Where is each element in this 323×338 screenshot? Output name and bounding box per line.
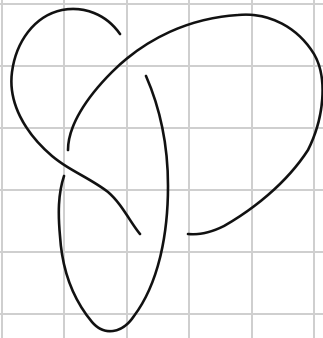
- diagram-background: [0, 0, 323, 338]
- knot-diagram: [0, 0, 323, 338]
